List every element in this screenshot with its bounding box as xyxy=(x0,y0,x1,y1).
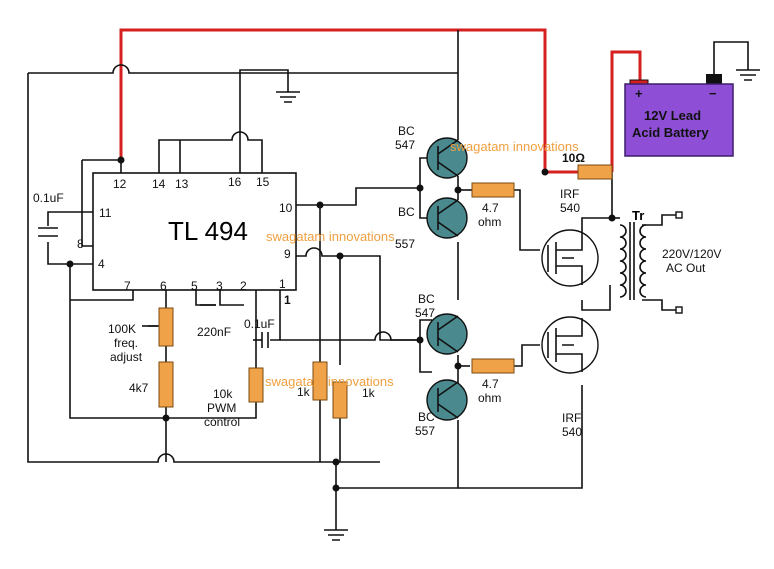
mosfet-irf540-bottom xyxy=(541,316,599,374)
bc557-top-label-1: BC xyxy=(398,205,415,219)
ground-symbol-top xyxy=(276,91,300,103)
cap-0-1uf-left-label: 0.1uF xyxy=(33,191,64,205)
resistor-4-7-bottom xyxy=(471,358,515,374)
resistor-10-ohm xyxy=(577,164,613,180)
transistor-bc557-bottom xyxy=(426,379,468,421)
pin-15: 15 xyxy=(256,175,270,189)
pin-1-outer: 1 xyxy=(284,293,291,307)
battery-12v xyxy=(624,83,734,157)
pin-13: 13 xyxy=(175,177,189,191)
irf-top-label-2: 540 xyxy=(560,201,580,215)
pot-100k-freq xyxy=(158,307,174,347)
transistor-bc547-bottom xyxy=(426,313,468,355)
ac-out-label-1: 220V/120V xyxy=(662,247,721,261)
wiring xyxy=(27,30,749,530)
battery-label-2: Acid Battery xyxy=(632,125,709,140)
bc557-bot-label-2: 557 xyxy=(415,424,435,438)
cap-220nf-label: 220nF xyxy=(197,325,231,339)
pot-10k-label-3: control xyxy=(204,415,240,429)
watermark-2: swagatam innovations xyxy=(266,229,395,244)
pot-100k-label-2: freq. xyxy=(114,336,138,350)
pot-10k-label-2: PWM xyxy=(207,401,236,415)
bc547-bot-label-2: 547 xyxy=(415,306,435,320)
bc547-top-label-2: 547 xyxy=(395,138,415,152)
ac-out-terminal-top xyxy=(675,211,683,219)
pin-9: 9 xyxy=(284,247,291,261)
pot-100k-label-1: 100K xyxy=(108,322,136,336)
transformer xyxy=(619,222,647,300)
bc547-bot-label-1: BC xyxy=(418,292,435,306)
ground-symbol-battery xyxy=(736,69,760,81)
battery-negative-terminal xyxy=(706,74,722,84)
pin-5: 5 xyxy=(191,279,198,293)
res-47-bot-label-1: 4.7 xyxy=(482,377,499,391)
resistor-4k7-label: 4k7 xyxy=(129,381,149,395)
pot-100k-label-3: adjust xyxy=(110,350,143,364)
battery-label-1: 12V Lead xyxy=(644,108,701,123)
pin-6: 6 xyxy=(160,279,167,293)
pot-10k-label-1: 10k xyxy=(213,387,233,401)
res-47-top-label-2: ohm xyxy=(478,215,501,229)
watermark-1: swagatam innovations xyxy=(450,139,579,154)
junction-dots xyxy=(66,156,616,492)
pin-1: 1 xyxy=(279,277,286,291)
positive-rail-wire xyxy=(119,28,578,174)
transistor-bc557-top xyxy=(426,197,468,239)
ac-out-label-2: AC Out xyxy=(666,261,706,275)
resistor-1k-a xyxy=(312,361,328,401)
battery-positive-lead xyxy=(610,50,642,172)
irf-bot-label-1: IRF xyxy=(562,411,581,425)
battery-minus-sign: − xyxy=(709,86,717,101)
cap-0-1uf-right-label: 0.1uF xyxy=(244,317,275,331)
pin-3: 3 xyxy=(216,279,223,293)
pin-11: 11 xyxy=(99,206,112,220)
capacitor-0-1uf-left xyxy=(38,227,58,237)
bc547-top-label-1: BC xyxy=(398,124,415,138)
bc557-bot-label-1: BC xyxy=(418,410,435,424)
battery-plus-sign: + xyxy=(635,86,643,101)
resistor-1k-b xyxy=(332,381,348,419)
watermark-3: swagatam innovations xyxy=(265,374,394,389)
pin-14: 14 xyxy=(152,177,166,191)
tl494-chip xyxy=(92,172,297,291)
pin-2: 2 xyxy=(240,279,247,293)
res-47-bot-label-2: ohm xyxy=(478,391,501,405)
bc557-top-label-2: 557 xyxy=(395,237,415,251)
res-47-top-label-1: 4.7 xyxy=(482,201,499,215)
resistor-1k-b-label: 1k xyxy=(362,386,376,400)
transistor-bc547-top xyxy=(426,137,468,179)
resistor-1k-a-label: 1k xyxy=(297,385,311,399)
resistor-4-7-top xyxy=(471,182,515,198)
ac-out-terminal-bottom xyxy=(675,306,683,314)
transformer-label: Tr xyxy=(632,208,644,223)
pin-12: 12 xyxy=(113,177,127,191)
irf-bot-label-2: 540 xyxy=(562,425,582,439)
resistor-10-label: 10Ω xyxy=(562,151,585,165)
pot-10k-pwm xyxy=(248,367,264,403)
resistor-4k7 xyxy=(158,361,174,408)
ground-symbol-bottom xyxy=(324,529,348,541)
chip-pin-labels: 12 14 13 16 15 11 10 8 9 4 7 6 5 3 2 1 1 xyxy=(77,175,293,307)
chip-name: TL 494 xyxy=(168,216,248,246)
irf-top-label-1: IRF xyxy=(560,187,579,201)
mosfet-irf540-top xyxy=(541,229,599,287)
pin-7: 7 xyxy=(124,279,131,293)
pin-8: 8 xyxy=(77,237,84,251)
pin-10: 10 xyxy=(279,201,293,215)
pin-16: 16 xyxy=(228,175,242,189)
pin-4: 4 xyxy=(98,257,105,271)
capacitor-0-1uf-right xyxy=(261,332,269,348)
